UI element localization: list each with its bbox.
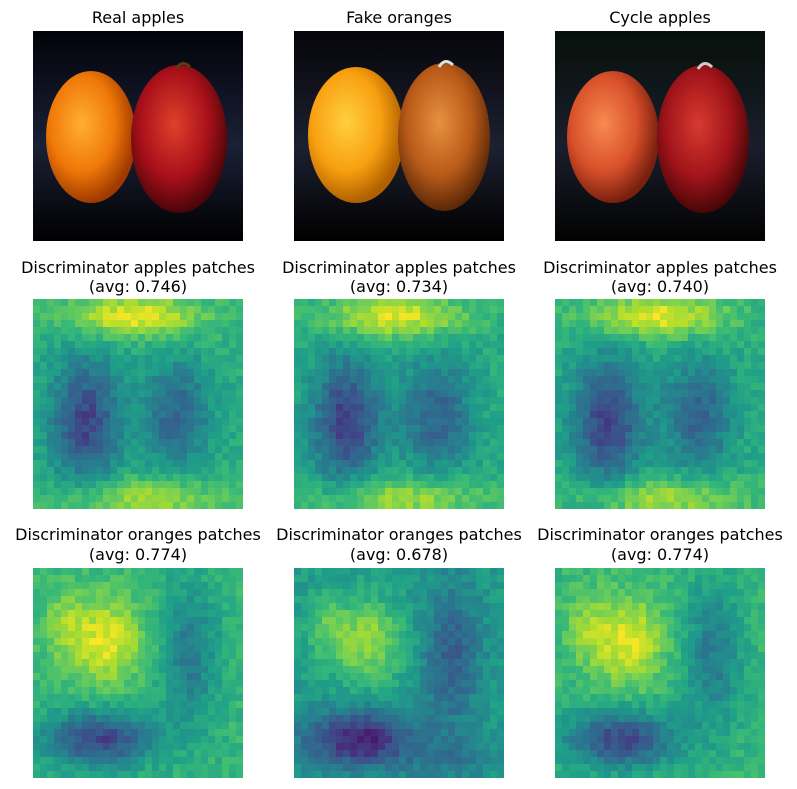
- heatmap-title: Discriminator oranges patches: [537, 525, 783, 544]
- heatmap-subtitle: (avg: 0.740): [610, 277, 710, 296]
- cycle-apples-image: [555, 31, 765, 241]
- heatmap-subtitle: (avg: 0.746): [88, 277, 188, 296]
- panel-title: Real apples: [91, 8, 185, 27]
- heatmap-title: Discriminator apples patches: [21, 258, 255, 277]
- heatmap-title: Discriminator oranges patches: [276, 525, 522, 544]
- heatmap-oranges-cycle: [555, 568, 765, 778]
- heatmap-apples-fake: [294, 299, 504, 509]
- heatmap-oranges-fake: [294, 568, 504, 778]
- heatmap-subtitle: (avg: 0.774): [610, 545, 710, 564]
- heatmap-title: Discriminator apples patches: [543, 258, 777, 277]
- real-apples-image: [33, 31, 243, 241]
- heatmap-subtitle: (avg: 0.774): [88, 545, 188, 564]
- heatmap-title: Discriminator apples patches: [282, 258, 516, 277]
- heatmap-oranges-real: [33, 568, 243, 778]
- heatmap-title: Discriminator oranges patches: [15, 525, 261, 544]
- panel-title: Fake oranges: [346, 8, 452, 27]
- heatmap-subtitle: (avg: 0.678): [349, 545, 449, 564]
- heatmap-apples-real: [33, 299, 243, 509]
- panel-title: Cycle apples: [609, 8, 711, 27]
- heatmap-apples-cycle: [555, 299, 765, 509]
- fake-oranges-image: [294, 31, 504, 241]
- heatmap-subtitle: (avg: 0.734): [349, 277, 449, 296]
